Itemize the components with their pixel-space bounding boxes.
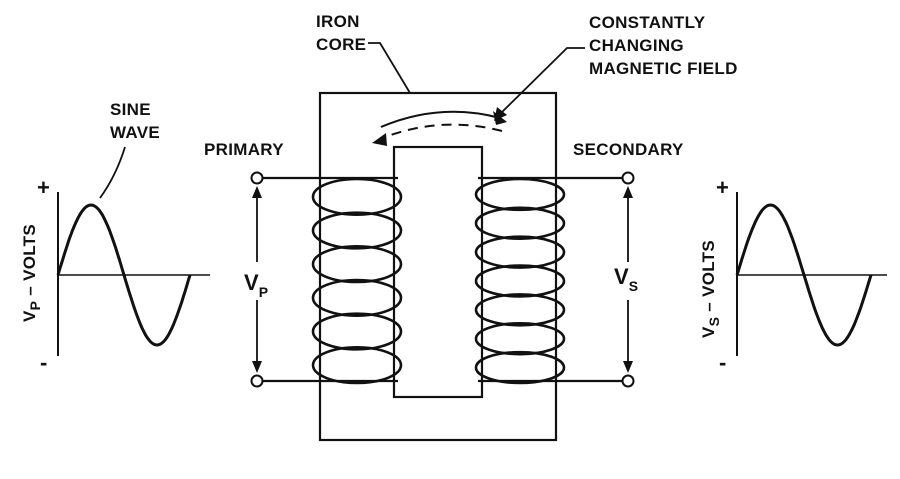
iron-core-callout: IRON CORE [316,12,411,94]
field-arc-solid [380,110,501,128]
iron-core-label-line1: IRON [316,12,360,31]
primary-graph-y-label-sub: P [27,301,43,311]
secondary-coil-turn [474,321,566,356]
primary-coil-turn [311,177,403,216]
primary-graph-y-label-rest: – VOLTS [20,224,39,301]
primary-graph-minus: - [40,350,47,375]
primary-coil-turn [311,245,403,284]
secondary-coil-turn [474,206,566,241]
sine-wave-label-line1: SINE [110,100,151,119]
secondary-coil-turn [474,350,566,385]
field-leader [496,47,585,118]
primary-coil-turn [311,211,403,250]
secondary-bottom-terminal [621,374,635,388]
secondary-sine-curve [735,203,873,347]
secondary-top-terminal [621,171,635,185]
primary-arrowhead-down [252,361,262,373]
secondary-coil-turn [474,177,566,212]
field-label-line1: CONSTANTLY [589,13,706,32]
secondary-arrowhead-up [623,186,633,198]
secondary-coil-turn [474,235,566,269]
primary-sine-curve [56,203,192,347]
field-label-line2: CHANGING [589,36,684,55]
sine-wave-label-line2: WAVE [110,123,160,142]
iron-core-label-line2: CORE [316,35,366,54]
primary-label: PRIMARY [204,140,284,159]
field-arc-dashed [379,123,503,140]
secondary-label: SECONDARY [573,140,684,159]
secondary-voltage-v: V [614,264,629,289]
primary-bottom-terminal [250,374,264,388]
primary-graph-y-label: VP – VOLTS [20,224,43,322]
primary-voltage-label: VP [244,270,268,300]
field-leader-arrowhead [494,107,507,121]
core-window [392,145,484,399]
primary-voltage-v: V [244,270,259,295]
secondary-arrowhead-down [623,361,633,373]
magnetic-field-callout: CONSTANTLY CHANGING MAGNETIC FIELD [494,13,738,121]
secondary-waveform-graph: + - VS – VOLTS [699,175,887,375]
secondary-coil [474,177,566,385]
primary-coil-turn [311,312,403,351]
secondary-coil-turn [474,293,566,327]
primary-waveform-graph: + - VP – VOLTS [20,175,210,375]
secondary-voltage-sub: S [629,278,638,294]
primary-top-terminal [250,171,264,185]
secondary-graph-y-label: VS – VOLTS [699,240,722,338]
magnetic-field-arrows [372,110,507,146]
field-label-line3: MAGNETIC FIELD [589,59,738,78]
sine-wave-callout: SINE WAVE [99,100,160,199]
core-outer [318,91,558,442]
secondary-voltage-label: VS [614,264,638,294]
iron-core-leader [368,42,411,94]
primary-coil [311,177,403,385]
primary-arrowhead-up [252,186,262,198]
secondary-circuit: VS [478,171,638,388]
secondary-coil-turn [474,264,566,298]
primary-graph-plus: + [37,175,50,200]
primary-voltage-sub: P [259,284,268,300]
secondary-graph-minus: - [719,350,726,375]
secondary-graph-y-label-v: V [699,326,718,338]
secondary-graph-y-label-sub: S [706,317,722,327]
primary-coil-turn [311,278,403,317]
primary-coil-turn [311,346,403,385]
primary-graph-y-label-v: V [20,310,39,322]
secondary-graph-plus: + [716,175,729,200]
sine-wave-leader [99,146,126,199]
field-arrowhead-left [372,133,387,146]
secondary-graph-y-label-rest: – VOLTS [699,240,718,317]
